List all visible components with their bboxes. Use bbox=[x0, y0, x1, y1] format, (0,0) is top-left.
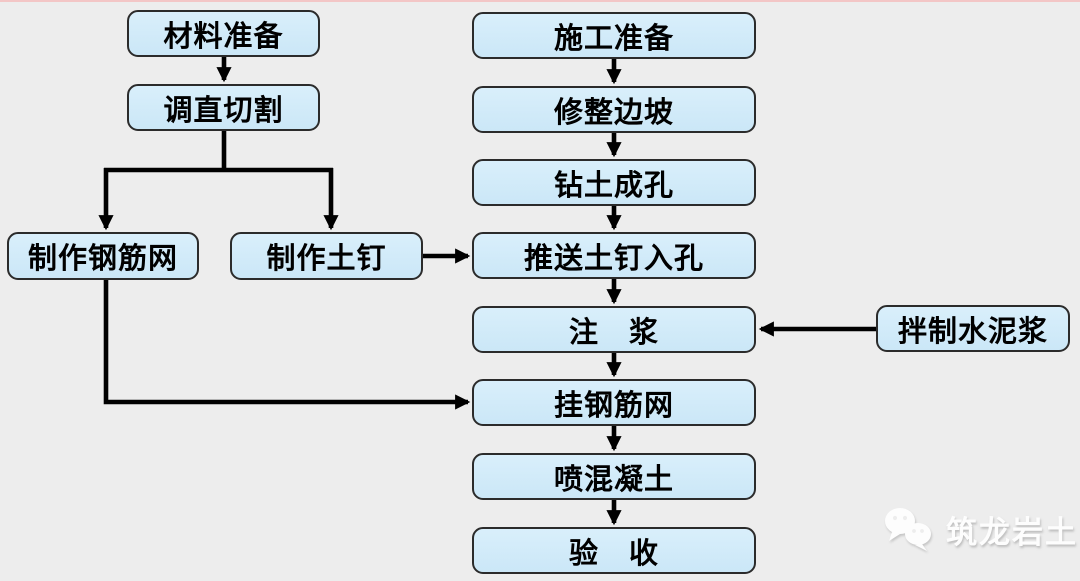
node-make-soil-nail: 制作土钉 bbox=[230, 232, 423, 280]
arrow-make-mesh-to-hang bbox=[103, 280, 471, 410]
branch-line-straighten-split bbox=[104, 131, 333, 173]
node-grouting: 注 浆 bbox=[472, 306, 756, 353]
node-mix-cement-slurry: 拌制水泥浆 bbox=[876, 305, 1070, 352]
node-hang-steel-mesh: 挂钢筋网 bbox=[472, 379, 756, 426]
node-straighten-and-cut: 调直切割 bbox=[127, 84, 320, 131]
watermark-text: 筑龙岩土 bbox=[946, 514, 1078, 550]
watermark: 筑龙岩土 bbox=[884, 506, 1078, 552]
node-construction-preparation: 施工准备 bbox=[472, 12, 756, 59]
node-acceptance: 验 收 bbox=[472, 527, 756, 574]
node-make-steel-mesh: 制作钢筋网 bbox=[7, 232, 199, 280]
node-push-soil-nail-into-hole: 推送土钉入孔 bbox=[472, 232, 756, 279]
top-accent-line bbox=[0, 0, 1080, 2]
node-spray-concrete: 喷混凝土 bbox=[472, 453, 756, 500]
node-drill-hole: 钻土成孔 bbox=[472, 159, 756, 206]
node-trim-slope: 修整边坡 bbox=[472, 86, 756, 133]
wechat-chat-bubbles-icon bbox=[885, 508, 931, 551]
node-material-preparation: 材料准备 bbox=[127, 10, 320, 57]
